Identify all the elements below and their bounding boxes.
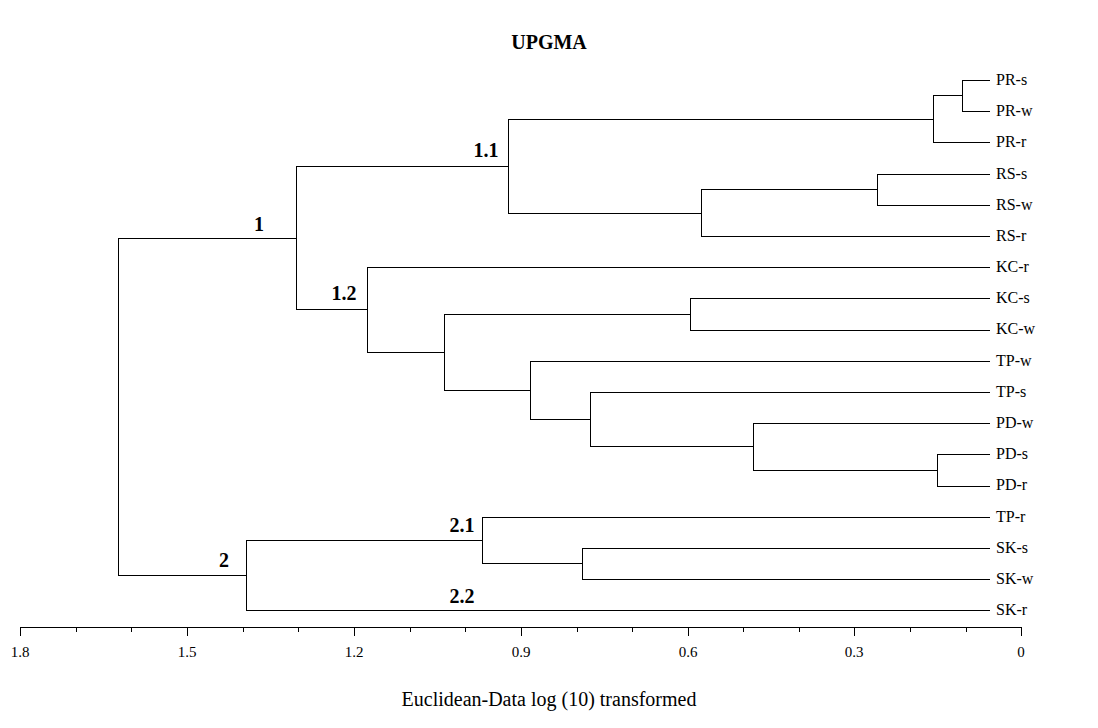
leaf-label: PD-s xyxy=(996,445,1028,463)
leaf-label: RS-s xyxy=(996,165,1027,183)
leaf-label: TP-r xyxy=(996,508,1025,526)
cluster-number: 2.2 xyxy=(450,585,475,607)
cluster-number: 2 xyxy=(219,549,229,571)
axis-tick-label: 1.2 xyxy=(345,644,364,661)
axis-tick-label: 0 xyxy=(1017,644,1025,661)
internal-branches xyxy=(118,96,962,576)
leaf-label: RS-r xyxy=(996,227,1026,245)
leaf-label: PD-w xyxy=(996,414,1033,432)
cluster-joins xyxy=(118,80,962,610)
leaf-label: TP-s xyxy=(996,383,1026,401)
axis-minor-ticks xyxy=(76,627,966,632)
axis-tick-label: 0.6 xyxy=(679,644,698,661)
leaf-label: RS-w xyxy=(996,196,1032,214)
axis-tick-label: 0.3 xyxy=(845,644,864,661)
leaf-label: TP-w xyxy=(996,352,1032,370)
leaf-label: PD-r xyxy=(996,477,1027,495)
leaf-label: KC-w xyxy=(996,321,1035,339)
leaf-label: SK-r xyxy=(996,601,1027,619)
cluster-number: 1 xyxy=(254,213,264,235)
axis-major-ticks xyxy=(20,627,1021,636)
axis-tick-label: 1.8 xyxy=(11,644,30,661)
leaf-label: SK-s xyxy=(996,539,1028,557)
axis-tick-label: 1.5 xyxy=(178,644,197,661)
leaf-label: PR-w xyxy=(996,102,1032,120)
cluster-number: 1.1 xyxy=(474,139,499,161)
leaf-branches xyxy=(246,80,990,610)
cluster-number: 2.1 xyxy=(450,514,475,536)
axis-tick-label: 0.9 xyxy=(512,644,531,661)
leaf-label: KC-s xyxy=(996,289,1030,307)
leaf-label: PR-r xyxy=(996,134,1026,152)
axis-caption: Euclidean-Data log (10) transformed xyxy=(402,688,697,710)
chart-title: UPGMA xyxy=(511,31,587,53)
leaf-label: PR-s xyxy=(996,71,1027,89)
leaf-label: KC-r xyxy=(996,258,1029,276)
cluster-number: 1.2 xyxy=(332,282,357,304)
leaf-label: SK-w xyxy=(996,570,1033,588)
